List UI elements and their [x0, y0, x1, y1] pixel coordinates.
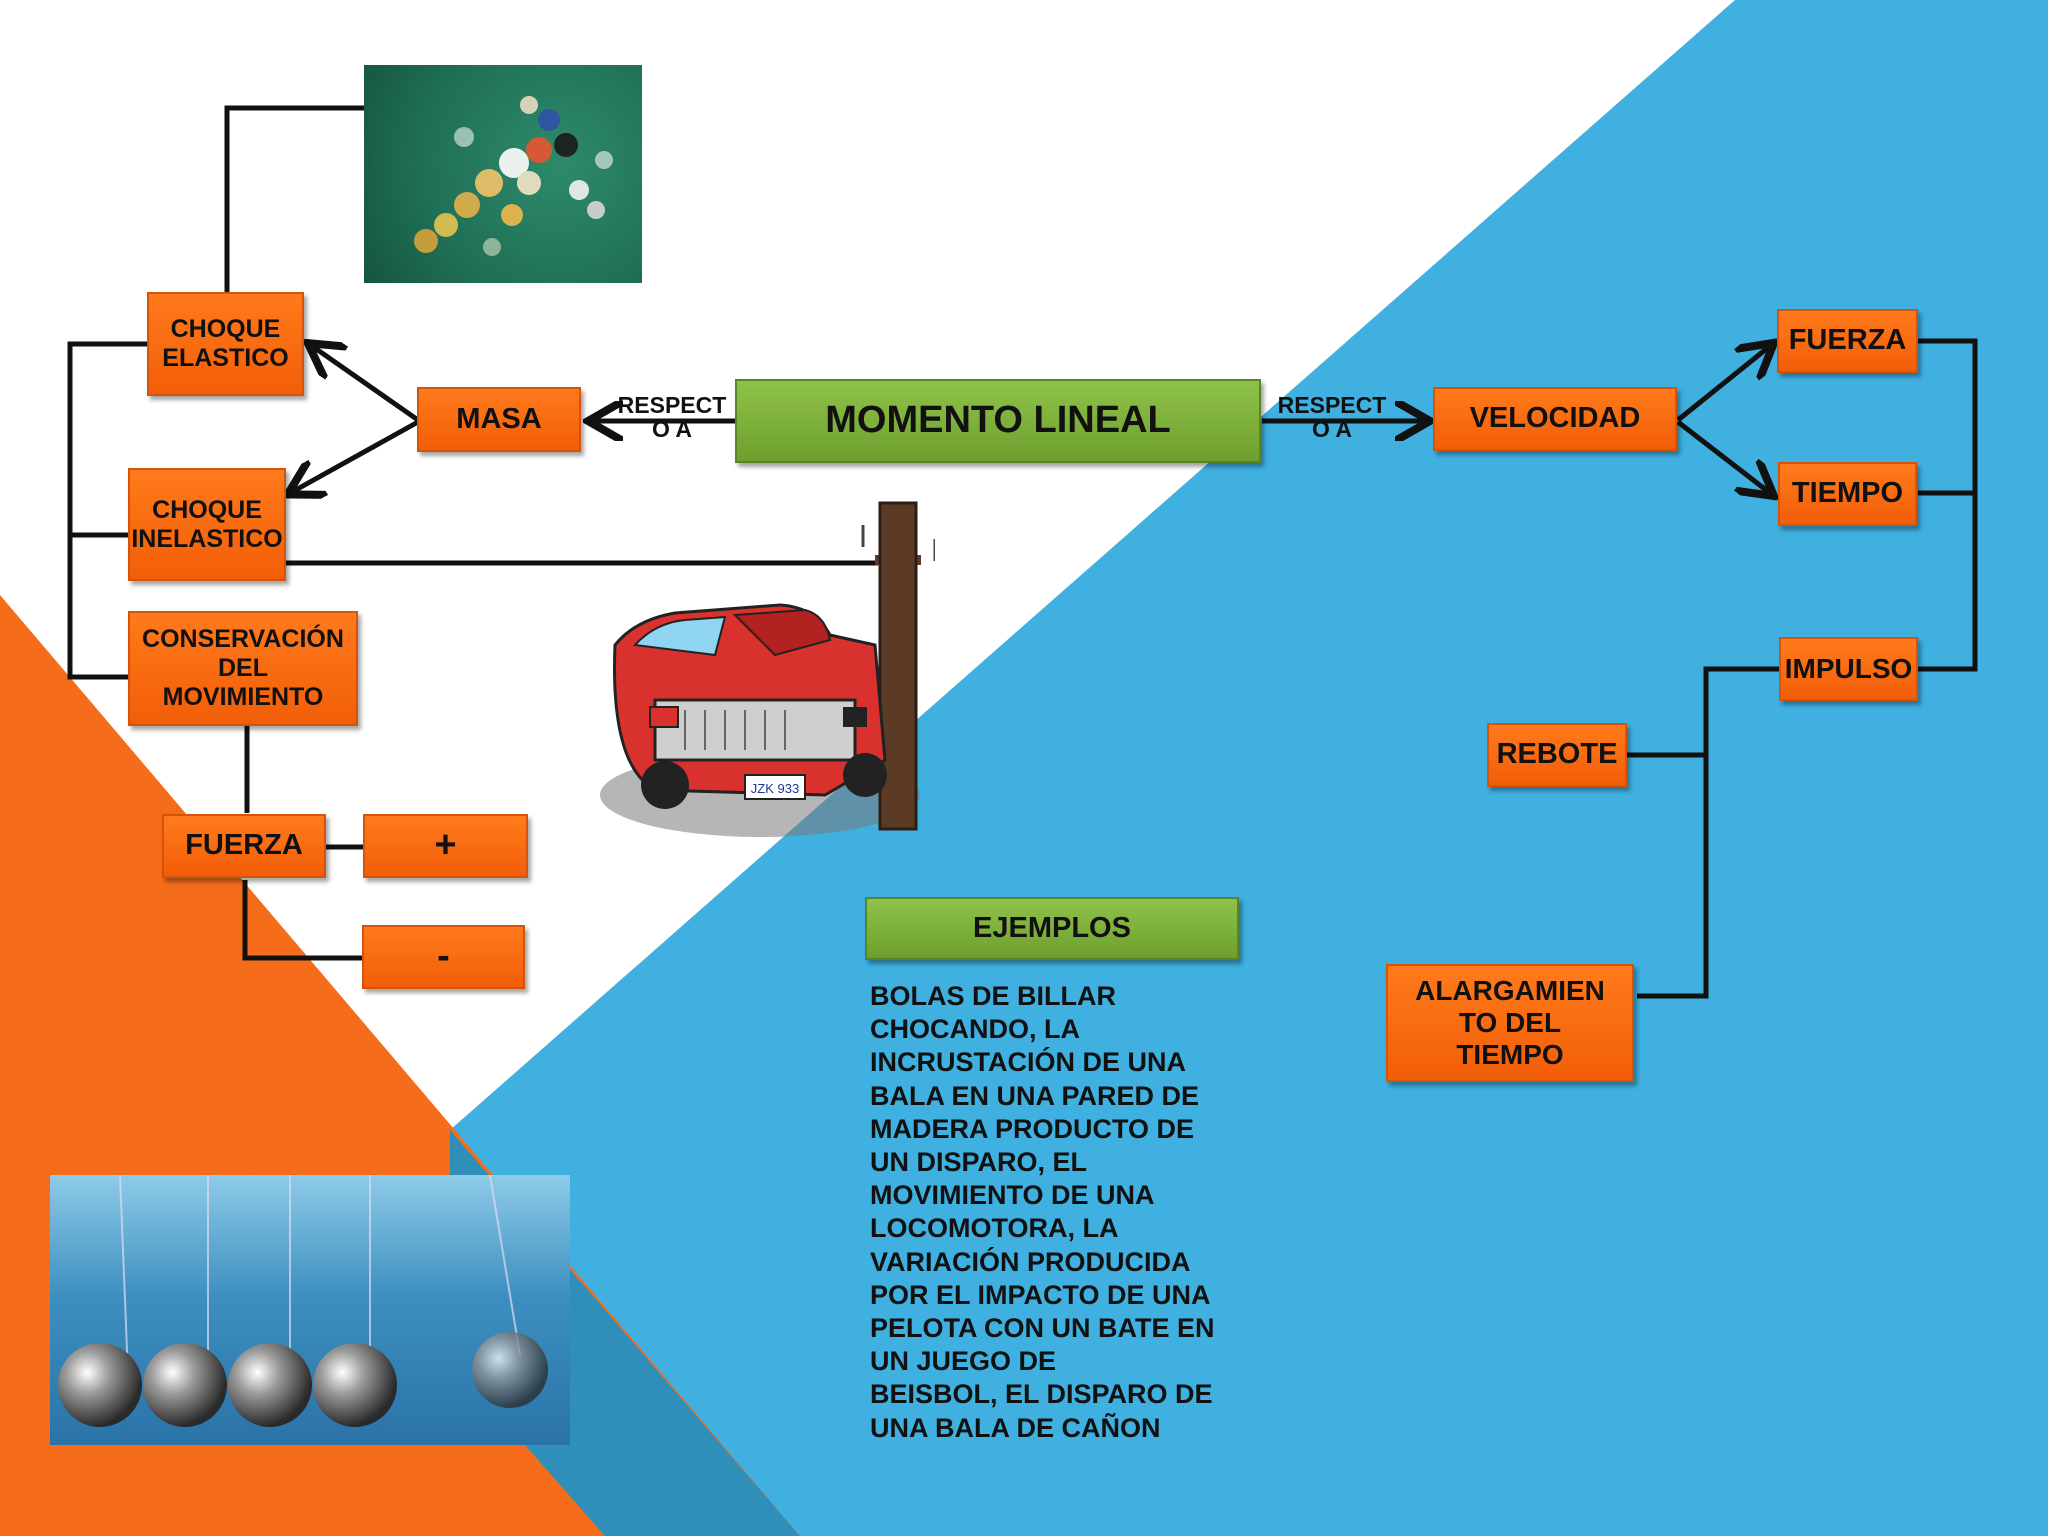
node-choque-inelastico: CHOQUE INELASTICO: [128, 468, 286, 581]
node-alargamiento: ALARGAMIEN TO DEL TIEMPO: [1386, 964, 1634, 1082]
license-plate: JZK 933: [751, 781, 799, 796]
billiard-balls-photo: [364, 65, 642, 283]
node-minus: -: [362, 925, 525, 989]
node-impulso: IMPULSO: [1779, 637, 1918, 701]
examples-header: EJEMPLOS: [865, 897, 1239, 960]
newtons-cradle-photo: [50, 1175, 570, 1445]
node-velocidad: VELOCIDAD: [1433, 387, 1677, 451]
examples-text: BOLAS DE BILLAR CHOCANDO, LA INCRUSTACIÓ…: [870, 981, 1215, 1443]
node-conservacion: CONSERVACIÓN DEL MOVIMIENTO: [128, 611, 358, 726]
node-masa: MASA: [417, 387, 581, 452]
elastic-to-photo: [224, 105, 364, 292]
blue-panel: [450, 0, 2048, 1536]
relation-label-left: RESPECT O A: [617, 392, 727, 443]
node-plus: +: [363, 814, 528, 878]
relation-label-right: RESPECT O A: [1277, 392, 1387, 443]
impulso-to-alargamiento: [1637, 666, 1779, 999]
right-bracket: [1918, 338, 1978, 672]
arrow-to-fuerza: [1676, 346, 1770, 422]
node-rebote: REBOTE: [1487, 723, 1627, 787]
node-fuerza-left: FUERZA: [162, 814, 326, 878]
node-choque-elastico: CHOQUE ELASTICO: [147, 292, 304, 396]
arrow-to-choque-elastico: [312, 346, 420, 423]
central-node-momento-lineal: MOMENTO LINEAL: [735, 379, 1261, 463]
node-fuerza-right: FUERZA: [1777, 309, 1918, 373]
arrow-to-choque-inelastico: [292, 419, 420, 492]
fuerza-to-minus: [242, 880, 362, 961]
arrow-to-tiempo: [1676, 420, 1770, 493]
node-tiempo: TIEMPO: [1778, 462, 1917, 526]
left-bracket: [67, 341, 147, 680]
car-crash-illustration: JZK 933: [600, 501, 935, 837]
